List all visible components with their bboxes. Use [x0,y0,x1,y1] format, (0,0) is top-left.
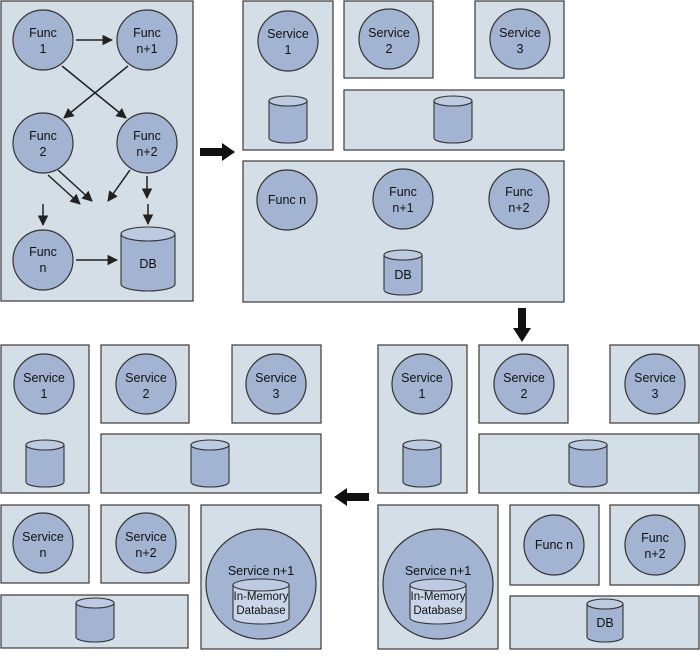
stage3-services-inmemory: Service 1 Service 2 Service 3 Service n+… [377,344,700,650]
stage4-service-n1-label: Service n+1 [228,564,294,578]
stage4-service-n2-1-label: n+2 [135,546,156,560]
stage1-func-n1-node [116,9,178,71]
stage3-func-n2-0-label: Func [641,531,669,545]
stage3-service1-db-icon [402,439,442,488]
stage3-service2-node [493,353,555,415]
stage2-service1-1-label: 1 [285,43,292,57]
stage2-service1-db-icon [268,95,308,144]
stage4-service-n2-node [115,512,177,574]
stage1-func-n1-0-label: Func [133,26,161,40]
stage1-func2-1-label: 2 [40,145,47,159]
stage3-db-icon [586,598,624,643]
stage3-db-label: DB [596,616,613,630]
stage3-func-n-node [523,514,585,576]
stage3-func-n2-node [624,514,686,576]
stage3-service2-1-label: 2 [521,387,528,401]
stage3-shared-db-icon [568,439,608,488]
stage3-in-memory-db-0-label: In-Memory [411,591,466,603]
stage4-service3-0-label: Service [255,371,297,385]
arrow-down-stage2-to-stage3 [513,308,531,342]
edge-func1-to-funcn2 [61,65,127,119]
stage2-service3-node [489,8,551,70]
stage4-service1-node [13,353,75,415]
stage1-func1-0-label: Func [29,26,57,40]
stage2-shared-db-icon [433,95,473,144]
stage3-service1-0-label: Service [401,371,443,385]
stage3-service3-0-label: Service [634,371,676,385]
stage3-in-memory-db-icon [409,578,467,625]
stage4-service-n-db-icon [75,597,115,643]
stage1-func2-0-label: Func [29,129,57,143]
stage2-service3-1-label: 3 [517,42,524,56]
stage4-in-memory-db-icon [232,578,290,625]
stage2-db-icon [383,249,423,296]
stage2-func-n-label: Func n [268,193,306,207]
stage2-func-n1-node [372,168,434,230]
stage3-service1-1-label: 1 [419,387,426,401]
stage4-service3-node [245,353,307,415]
stage4-service-n-node [12,512,74,574]
stage4-service1-1-label: 1 [41,387,48,401]
stage4-service-n-0-label: Service [22,530,64,544]
stage3-in-memory-db-1-label: Database [413,605,462,617]
stage4-service3-1-label: 3 [273,387,280,401]
stage1-db-label: DB [139,257,156,271]
stage4-service-n-1-label: n [40,546,47,560]
stage1-db-icon [120,226,176,292]
stage4-service2-0-label: Service [125,371,167,385]
stage1-func-1-node [12,9,74,71]
stage1-func-n1-1-label: n+1 [136,42,157,56]
stage2-func-n1-0-label: Func [389,185,417,199]
stage2-service1-node [257,10,319,72]
stage2-func-n2-1-label: n+2 [508,201,529,215]
stage4-service1-db-icon [25,439,65,488]
stage3-service2-0-label: Service [503,371,545,385]
arrow-left-stage3-to-stage4 [334,488,369,506]
stage1-monolith: Func 1 Func n+1 Func 2 Func n+2 Func n D… [0,0,194,302]
stage2-service1-0-label: Service [267,27,309,41]
stage4-service2-1-label: 2 [143,387,150,401]
stage4-service1-0-label: Service [23,371,65,385]
stage4-service-n2-0-label: Service [125,530,167,544]
stage2-func-n2-node [488,168,550,230]
stage2-service2-0-label: Service [368,26,410,40]
stage1-func-n-node [12,229,74,291]
stage4-full-services: Service 1 Service 2 Service 3 Service n … [0,344,322,650]
stage3-service3-node [624,353,686,415]
stage4-shared-db-icon [190,439,230,488]
stage2-func-n1-1-label: n+1 [392,201,413,215]
stage3-func-n-label: Func n [535,538,573,552]
stage2-func-n-node [256,169,318,231]
edge-func2-a [57,169,93,202]
stage1-func-n-1-label: n [40,261,47,275]
stage1-func-n2-1-label: n+2 [136,145,157,159]
stage1-func-n2-node [116,112,178,174]
edge-funcn1-to-func2 [63,65,129,119]
stage2-db-label: DB [394,268,411,282]
stage3-service1-node [391,353,453,415]
stage1-func1-1-label: 1 [40,42,47,56]
stage2-service2-1-label: 2 [386,42,393,56]
stage4-in-memory-db-1-label: Database [236,605,285,617]
stage3-service-n1-label: Service n+1 [405,564,471,578]
stage4-service2-node [115,353,177,415]
stage1-func-n2-0-label: Func [133,129,161,143]
stage2-services-partial: Service 1 Service 2 Service 3 Func n Fun… [242,0,565,303]
edge-funcn2-diagonal [107,169,131,202]
stage3-func-n2-1-label: n+2 [644,547,665,561]
edge-func2-b [47,174,81,205]
stage4-in-memory-db-0-label: In-Memory [234,591,289,603]
arrow-right-stage1-to-stage2 [200,143,235,161]
stage1-func-2-node [12,112,74,174]
stage1-func-n-0-label: Func [29,245,57,259]
stage2-service3-0-label: Service [499,26,541,40]
stage2-service2-node [358,8,420,70]
stage3-service3-1-label: 3 [652,387,659,401]
stage2-func-n2-0-label: Func [505,185,533,199]
